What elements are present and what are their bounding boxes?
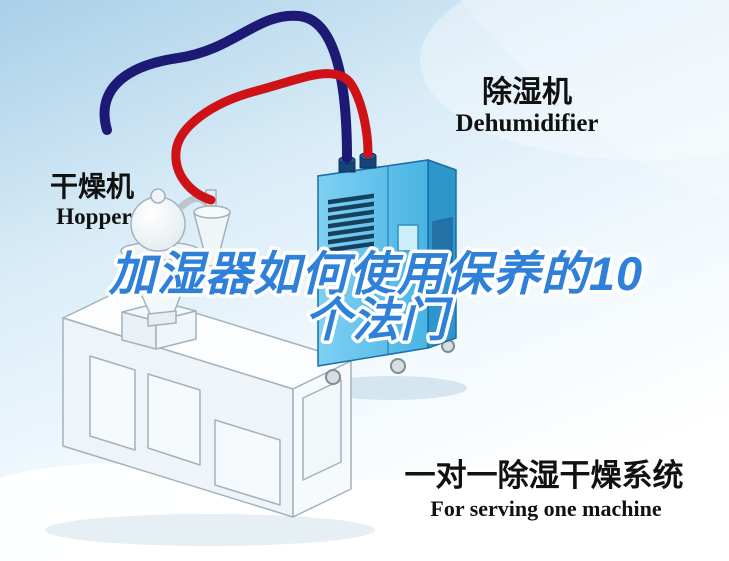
vent-slat [328,241,374,253]
vent-slat [328,201,374,213]
machine-door-panel [147,373,201,466]
dehumidifier-label-en: Dehumidifier [455,110,598,137]
article-title-line2: 个法门 [304,293,454,346]
dehumidifier-wheels [325,339,455,385]
vent-slat [328,217,374,229]
dehumidifier-front-face [317,159,429,367]
machine-shadow [45,514,375,546]
hopper-funnel-assembly [120,188,231,327]
dehumidifier-label-cn: 除湿机 [482,75,572,109]
system-label-en: For serving one machine [430,496,661,521]
hopper-dome-knob [150,188,166,204]
side-control-box [432,217,453,267]
vent-slat [328,225,374,237]
dehumidifier-shadow [317,376,467,400]
hopper-dome [130,196,186,252]
vent-grille [328,193,374,253]
wheel [325,369,341,385]
wheel [390,358,406,374]
cyclone-rim [193,205,231,219]
front-control-panel [397,224,419,252]
vent-slat [328,193,374,205]
vent-slat [328,233,374,245]
background-glow [420,0,729,160]
article-title-line1: 加湿器如何使用保养的10 [108,247,643,300]
vent-slat [328,209,374,221]
dryer-machine-illustration [62,289,352,518]
hopper-label-en: Hopper [56,204,131,229]
background-light-band [460,0,729,200]
system-label-cn: 一对一除湿干燥系统 [405,458,684,493]
machine-side-panel [302,379,342,481]
dehumidifier-illustration [317,152,457,385]
hopper-neck [147,310,177,327]
dry-air-pipe-red [171,69,373,205]
machine-door-panel [89,355,136,451]
machine-door-panel [214,419,281,506]
return-air-pipe-navy [99,10,352,163]
hopper-label-cn: 干燥机 [50,171,134,203]
